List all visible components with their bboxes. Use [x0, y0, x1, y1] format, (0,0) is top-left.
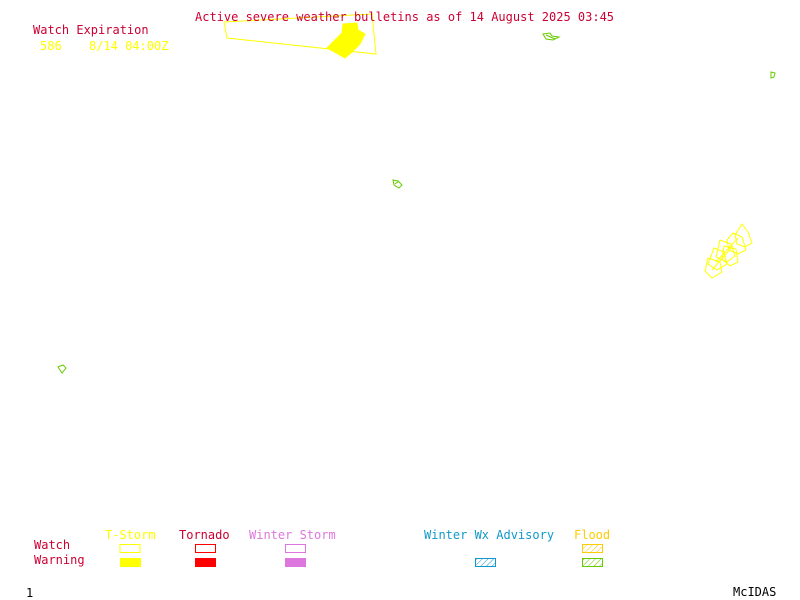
legend-tstorm-label: T-Storm [105, 528, 156, 542]
legend-winter-storm-label: Winter Storm [249, 528, 336, 542]
tstorm-warning-area [326, 22, 366, 59]
watch-expiration-time: 8/14 04:00Z [89, 39, 169, 53]
legend-tornado-warning-swatch [195, 558, 216, 567]
tstorm-watch-586-outline [223, 13, 377, 55]
legend-tstorm-watch-swatch [119, 544, 141, 553]
watch-number: 586 [40, 39, 62, 53]
page-title: Active severe weather bulletins as of 14… [195, 10, 615, 24]
mcidas-brand: McIDAS [733, 585, 777, 599]
legend-tstorm-warning-swatch [120, 558, 141, 567]
legend-winter-storm-watch-swatch [285, 544, 306, 553]
legend-winter-storm-warning-swatch [285, 558, 306, 567]
legend-tornado-label: Tornado [179, 528, 230, 542]
flood-area-4 [57, 364, 67, 374]
legend-warning-row-label: Warning [34, 553, 85, 567]
flood-area-3 [392, 179, 403, 189]
legend-flood-warning-swatch [582, 558, 603, 567]
legend-winter-advisory-label: Winter Wx Advisory [424, 528, 555, 542]
watch-expiration-label: Watch Expiration [33, 23, 149, 37]
legend-winter-advisory-swatch [475, 558, 496, 567]
frame-number: 1 [26, 586, 34, 600]
legend-watch-row-label: Watch [34, 538, 71, 552]
legend-tornado-watch-swatch [195, 544, 216, 553]
flood-area-1 [542, 32, 561, 41]
legend-flood-label: Flood [574, 528, 611, 542]
legend-flood-watch-swatch [582, 544, 603, 553]
legend-swatches [119, 544, 603, 567]
flood-area-2 [770, 71, 776, 79]
tstorm-warning-cluster [704, 223, 753, 279]
